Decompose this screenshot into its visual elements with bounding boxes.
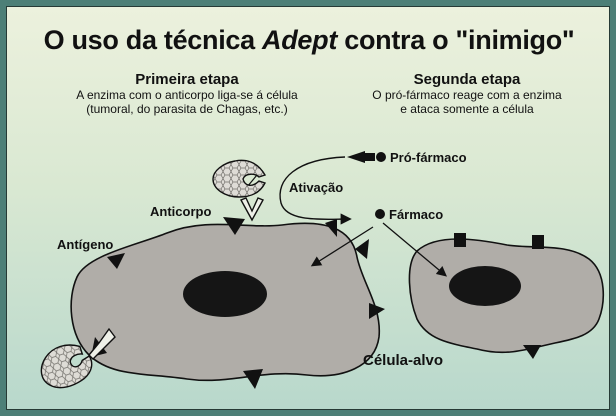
drug-arrow-right xyxy=(382,222,447,277)
prodrug-arrow xyxy=(347,151,365,163)
prodrug-dot xyxy=(376,152,386,162)
diagram-panel: O uso da técnica Adept contra o "inimigo… xyxy=(6,6,610,410)
step-2-title: Segunda etapa xyxy=(413,71,521,88)
prodrug-label: Pró-fármaco xyxy=(390,150,467,165)
antigen-spike xyxy=(107,253,125,269)
activation-label: Ativação xyxy=(289,180,343,195)
antigen-block xyxy=(454,233,466,247)
antigen-spike xyxy=(355,239,369,259)
diagram-illustration: Pró-fármaco Ativação Fármaco Anticorpo A… xyxy=(40,150,605,389)
activation-arrow xyxy=(279,156,352,225)
antigen-label: Antígeno xyxy=(57,237,113,252)
drug-arrow-left xyxy=(310,226,374,267)
left-cell-nucleus xyxy=(183,271,267,317)
antibody-top xyxy=(240,197,264,222)
step-2-description: O pró-fármaco reage com a enzima e ataca… xyxy=(372,88,562,116)
antigen-spike xyxy=(523,345,541,359)
antigen-spike xyxy=(243,369,263,389)
antibody-bottom xyxy=(88,327,116,360)
diagram-title: O uso da técnica Adept contra o "inimigo… xyxy=(43,25,575,55)
step-1-title: Primeira etapa xyxy=(135,71,239,88)
antigen-spike xyxy=(369,303,385,319)
step-1-description: A enzima com o anticorpo liga-se á célul… xyxy=(76,88,298,116)
drug-dot xyxy=(375,209,385,219)
right-cell-nucleus xyxy=(449,266,521,306)
enzyme-top xyxy=(212,159,267,198)
antigen-spike xyxy=(223,217,245,235)
antigen-spike xyxy=(325,219,337,237)
antibody-label: Anticorpo xyxy=(150,204,211,219)
target-cell-label: Célula-alvo xyxy=(363,352,443,369)
antigen-block xyxy=(532,235,544,249)
enzyme-bottom xyxy=(40,344,93,389)
drug-label: Fármaco xyxy=(389,207,443,222)
